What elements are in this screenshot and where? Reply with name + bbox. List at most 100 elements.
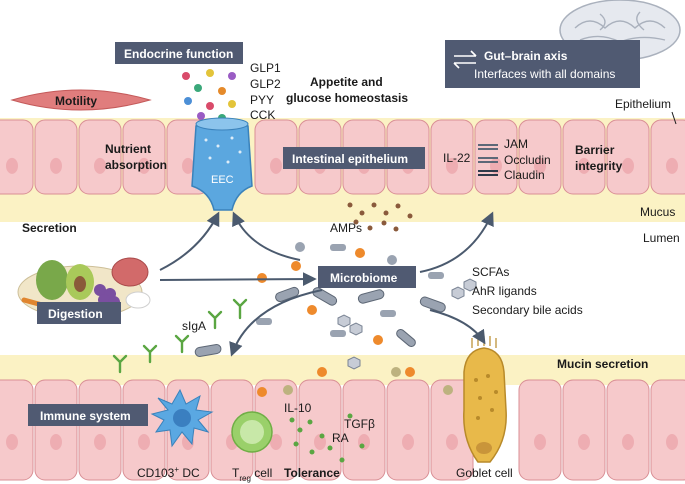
microbiome-label: Microbiome: [330, 271, 398, 285]
cell-nucleus: [270, 434, 282, 450]
enteroendocrine-cell: EEC: [191, 117, 253, 211]
epithelial-cell: [562, 119, 606, 195]
cell-nucleus: [534, 157, 546, 174]
epithelial-cell: [342, 379, 386, 481]
amps-label: AMPs: [330, 221, 362, 235]
cell-nucleus: [402, 434, 414, 450]
cell-nucleus: [446, 434, 458, 450]
arrow-microbiome-to-eec: [232, 211, 301, 261]
epithelial-cell: [386, 379, 430, 481]
epithelial-cell: [0, 119, 34, 195]
epithelial-cell: [430, 119, 474, 195]
cell-nucleus: [622, 434, 634, 450]
claudin-label: Claudin: [504, 168, 545, 182]
antibody-icon: [112, 298, 248, 374]
svg-text:Treg cell: Treg cell: [232, 466, 272, 483]
molecule-icon: [337, 278, 477, 370]
cell-nucleus: [6, 434, 18, 450]
nutrient-label-2: absorption: [105, 158, 167, 172]
endocrine-function-box: Endocrine function: [115, 42, 243, 64]
mucin-secretion-label: Mucin secretion: [557, 357, 648, 371]
cell-nucleus: [6, 157, 18, 174]
tgfb-label: TGFβ: [344, 417, 375, 431]
gut-brain-axis-box: Gut–brain axis Interfaces with all domai…: [445, 40, 640, 88]
cytokine-dots: [289, 413, 365, 463]
swap-arrows-icon: [453, 50, 477, 69]
epithelial-cell: [122, 119, 166, 195]
cell-nucleus: [446, 157, 458, 174]
cd103-superscript: +: [174, 465, 179, 474]
arrow-food-to-eec: [159, 211, 220, 271]
microbe-cloud: [256, 242, 453, 397]
nutrient-label-1: Nutrient: [105, 142, 151, 156]
cell-nucleus: [358, 434, 370, 450]
cck-label: CCK: [250, 108, 275, 122]
treg-cell: [231, 411, 273, 453]
gut-brain-axis-title: Gut–brain axis: [484, 49, 568, 63]
intestinal-epithelium-box: Intestinal epithelium: [283, 147, 425, 169]
ahr-ligands-label: AhR ligands: [472, 284, 537, 298]
cd103-suffix: DC: [179, 466, 200, 480]
microbiome-box: Microbiome: [318, 266, 416, 288]
goblet-cell: [463, 336, 507, 463]
epithelial-cell: [34, 379, 78, 481]
treg-subscript: reg: [239, 474, 251, 483]
svg-text:CD103+ DC: CD103+ DC: [137, 465, 200, 480]
secondary-bile-acids-label: Secondary bile acids: [472, 303, 583, 317]
cell-nucleus: [182, 157, 194, 174]
cell-nucleus: [94, 157, 106, 174]
epithelial-cell: [78, 119, 122, 195]
ra-label: RA: [332, 431, 349, 445]
cell-nucleus: [270, 157, 282, 174]
cd103-label: CD103: [137, 466, 175, 480]
epithelial-cell: [562, 379, 606, 481]
il22-label: IL-22: [443, 151, 471, 165]
immune-system-box: Immune system: [28, 404, 148, 426]
arrow-microbiome-to-barrier: [419, 211, 494, 273]
dendritic-cell: [150, 388, 214, 448]
flow-arrows: [159, 211, 494, 357]
amp-particles: [347, 202, 413, 232]
arrow-microbiome-to-immune: [229, 289, 323, 357]
cell-nucleus: [50, 157, 62, 174]
barrier-label-2: integrity: [575, 159, 623, 173]
epithelial-cell: [34, 119, 78, 195]
occludin-label: Occludin: [504, 153, 551, 167]
endocrine-function-label: Endocrine function: [124, 47, 233, 61]
motility-muscle: Motility: [10, 89, 152, 111]
cell-nucleus: [622, 157, 634, 174]
epithelial-cell: [298, 379, 342, 481]
epithelial-cell: [650, 379, 685, 481]
siga-label: sIgA: [182, 319, 206, 333]
cell-nucleus: [578, 157, 590, 174]
intestinal-epithelium-label: Intestinal epithelium: [292, 152, 408, 166]
digestion-box: Digestion: [37, 302, 121, 324]
hormone-beads: [182, 69, 236, 122]
mucus-label: Mucus: [640, 205, 675, 219]
interfaces-text: Interfaces with all domains: [474, 67, 615, 81]
pyy-label: PYY: [250, 93, 274, 107]
epithelial-cell: [606, 379, 650, 481]
mucus-layer: [0, 196, 685, 222]
cell-nucleus: [578, 434, 590, 450]
cell-nucleus: [138, 434, 150, 450]
immune-system-label: Immune system: [40, 409, 131, 423]
arrow-food-to-microbiome: [159, 272, 317, 287]
glp1-label: GLP1: [250, 61, 281, 75]
glp2-label: GLP2: [250, 77, 281, 91]
secretion-label: Secretion: [22, 221, 77, 235]
epithelial-cell: [518, 119, 562, 195]
epithelial-cell: [606, 119, 650, 195]
arrow-microbiome-to-goblet: [429, 309, 486, 345]
cell-nucleus: [138, 157, 150, 174]
bacteria-icon: [194, 286, 446, 357]
jam-label: JAM: [504, 137, 528, 151]
il10-label: IL-10: [284, 401, 312, 415]
cell-nucleus: [534, 434, 546, 450]
epithelial-cell: [518, 379, 562, 481]
treg-suffix: cell: [251, 466, 272, 480]
lumen-label: Lumen: [643, 231, 680, 245]
epithelium-label: Epithelium: [615, 97, 671, 111]
treg-label: T: [232, 466, 240, 480]
